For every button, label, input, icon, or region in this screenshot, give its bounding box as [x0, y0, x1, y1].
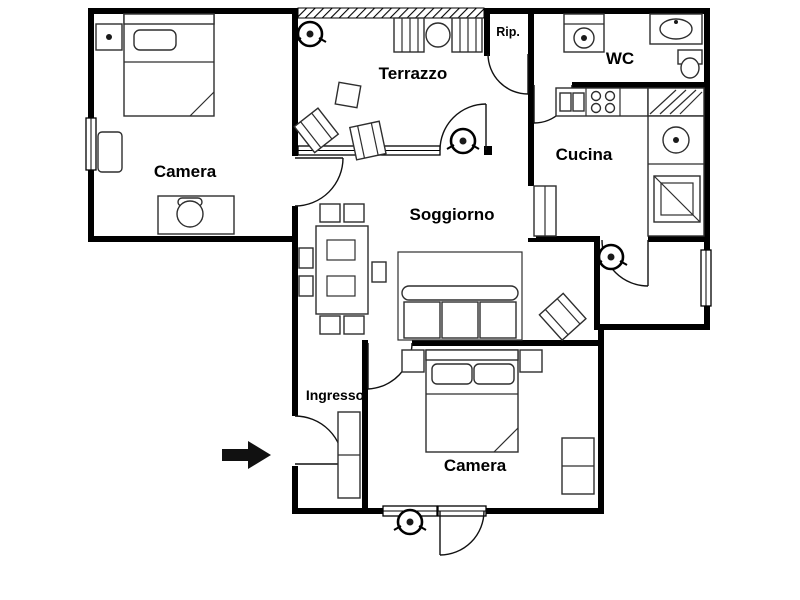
lounge-chair [293, 107, 340, 154]
door-opening [526, 186, 536, 238]
room-terrazzo-furniture [293, 17, 483, 161]
lounge-chair [348, 120, 387, 161]
room-labels: Camera Terrazzo Rip. WC Cucina Soggiorno… [154, 25, 634, 475]
wall-segment [362, 340, 604, 346]
kitchen-counter-top [555, 87, 649, 117]
toilet [677, 49, 703, 79]
nightstand [401, 349, 425, 373]
wall-segment [704, 8, 710, 242]
wall-segment [528, 82, 710, 88]
deck-chair [451, 17, 483, 53]
room-label-wc: WC [606, 49, 634, 68]
washing-machine [563, 13, 605, 53]
ceiling-lights [293, 20, 628, 536]
ceiling-light-icon [594, 243, 628, 271]
door-arc [439, 103, 487, 151]
dining-chair [319, 203, 341, 223]
wall-segment [594, 324, 710, 330]
wall-segment [648, 236, 710, 242]
dining-chair [319, 315, 341, 335]
wardrobe [337, 411, 361, 499]
door-opening [290, 416, 300, 466]
door-arc [487, 53, 529, 95]
burner [604, 102, 616, 114]
open-door-leaf [533, 185, 557, 237]
round-table [425, 22, 451, 48]
room-label-ingresso: Ingresso [306, 387, 364, 403]
dining-chair [343, 203, 365, 223]
room-cucina-furniture [533, 87, 705, 237]
terrace-railing [297, 7, 485, 19]
washbasin [649, 13, 703, 45]
dining-chair [371, 261, 387, 283]
room-ingresso-furniture [337, 411, 361, 499]
window [700, 249, 712, 307]
door-arc [439, 510, 485, 556]
entrance-arrow-icon [222, 441, 271, 469]
wall-segment [484, 8, 710, 14]
ceiling-light-icon [293, 20, 327, 48]
burner [590, 90, 602, 102]
door-arc [294, 415, 344, 465]
single-bed [123, 13, 215, 117]
wall-segment [598, 330, 604, 514]
wall-segment [88, 8, 298, 14]
wall-segment [484, 146, 492, 155]
room-label-cucina: Cucina [556, 145, 613, 164]
window [85, 117, 97, 171]
room-wc-fixtures [563, 13, 703, 79]
nightstand [519, 349, 543, 373]
double-bed [425, 349, 519, 453]
sink-bowl [559, 92, 572, 112]
kitchen-counter-side [647, 115, 705, 237]
deck-chair [393, 17, 425, 53]
range-hood [647, 87, 705, 117]
wall-segment [594, 242, 600, 330]
room-camera-1-furniture [95, 13, 235, 235]
ceiling-light-icon [393, 508, 427, 536]
wall-segment [292, 8, 298, 514]
room-camera-2-furniture [401, 349, 595, 495]
ceiling-light-icon [446, 127, 480, 155]
wall-segment [528, 88, 534, 242]
room-label-camera-2: Camera [444, 456, 507, 475]
dining-table [315, 225, 369, 315]
nightstand-lamp [106, 34, 112, 40]
dresser [561, 437, 595, 495]
dining-chair [343, 315, 365, 335]
room-label-camera-1: Camera [154, 162, 217, 181]
door-opening [290, 156, 300, 206]
wall-openings [290, 80, 572, 466]
dining-chair [298, 247, 314, 269]
rug [397, 251, 523, 341]
burner [590, 102, 602, 114]
sink-bowl [572, 92, 585, 112]
room-label-terrazzo: Terrazzo [379, 64, 448, 83]
room-label-soggiorno: Soggiorno [410, 205, 495, 224]
dining-chair [298, 275, 314, 297]
wall-segment [484, 8, 490, 56]
glass-door [437, 505, 487, 517]
wall-segment [528, 236, 600, 242]
armchair [97, 131, 123, 173]
wall-segment [362, 346, 368, 508]
door-opening [534, 80, 572, 90]
wall-segment [88, 236, 298, 242]
burner [604, 90, 616, 102]
armchair [538, 292, 587, 342]
sofa [397, 251, 523, 341]
door-opening [368, 338, 412, 348]
room-soggiorno-furniture [298, 203, 587, 342]
door-arc [294, 157, 344, 207]
room-label-rip: Rip. [496, 25, 520, 39]
desk [157, 195, 235, 235]
side-table [334, 81, 362, 109]
wall-segment [528, 8, 534, 88]
